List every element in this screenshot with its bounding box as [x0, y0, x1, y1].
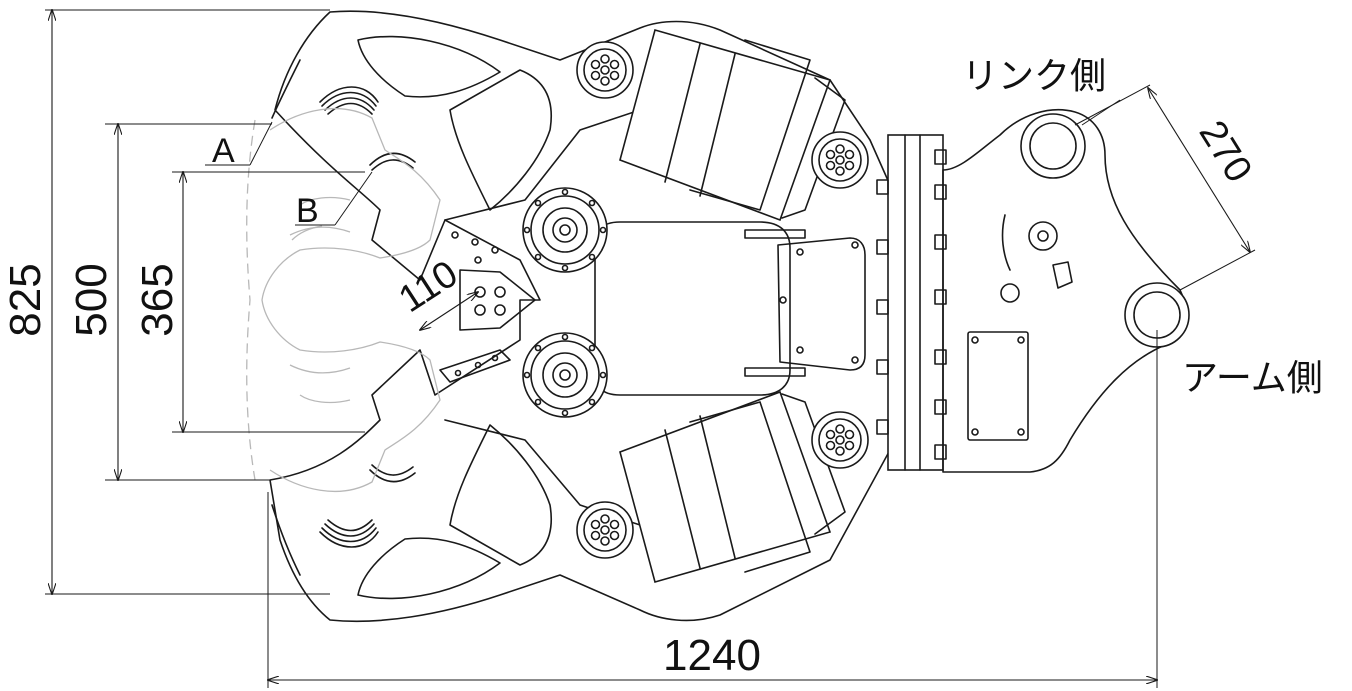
- bolted-flange-strip: [876, 134, 947, 471]
- coil-springs: [319, 86, 416, 548]
- pivot-hub-icon: [576, 41, 634, 99]
- pivot-hub-icon: [576, 501, 634, 559]
- center-plate: [594, 221, 866, 396]
- dim-pin-spacing: 270: [1191, 114, 1260, 190]
- lower-cylinder: [619, 390, 846, 583]
- label-arm-side: アーム側: [1182, 358, 1323, 399]
- mounting-bracket: [942, 108, 1186, 473]
- pivot-hub-icon: [811, 131, 869, 189]
- label-point-a: A: [212, 132, 235, 170]
- link-side-pin-icon: [1020, 113, 1086, 179]
- label-link-side: リンク側: [962, 56, 1106, 97]
- dim-overall-length: 1240: [663, 631, 761, 680]
- label-point-b: B: [296, 192, 319, 230]
- flange-icon: [522, 332, 608, 418]
- upper-cylinder: [619, 29, 846, 222]
- pivot-hub-icon: [811, 411, 869, 469]
- dimension-lines: [45, 10, 1256, 688]
- dim-overall-height: 825: [1, 263, 50, 336]
- dim-blade-length: 110: [392, 253, 466, 321]
- dim-opening-a: 500: [67, 263, 116, 336]
- flange-icon: [522, 187, 608, 273]
- dim-opening-b: 365: [133, 263, 182, 336]
- open-jaw-outline: [246, 107, 441, 493]
